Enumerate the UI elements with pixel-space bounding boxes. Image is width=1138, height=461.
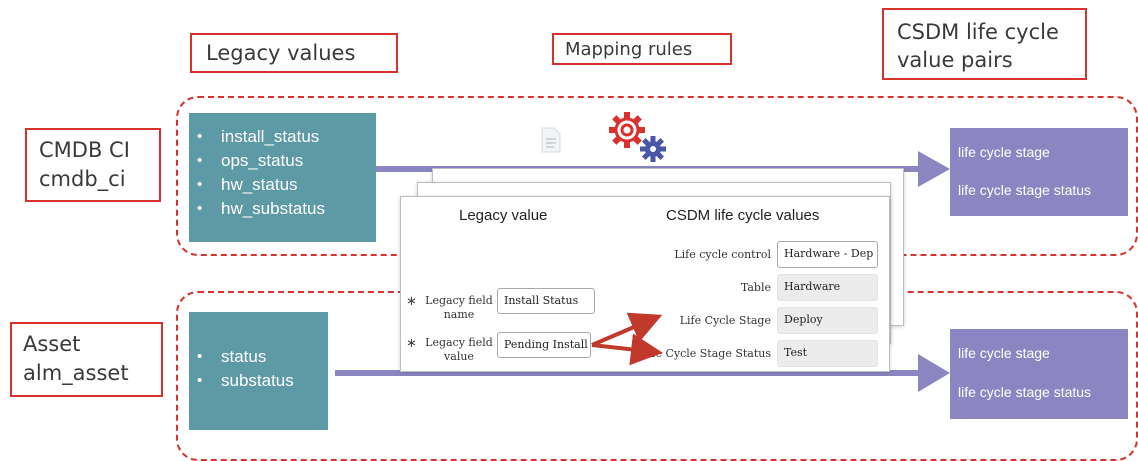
mapping-rules-header: Mapping rules [552, 33, 732, 65]
csdm-pairs-header: CSDM life cycle value pairs [882, 8, 1087, 80]
asset-label-line2: alm_asset [23, 361, 129, 385]
legacy-field-value-label-line2: value [444, 350, 474, 363]
asset-arrow [335, 354, 950, 392]
asset-label-line1: Asset [23, 332, 81, 356]
asset-legacy-fields-box: statussubstatus [189, 312, 328, 430]
asset-target-box: life cycle stage life cycle stage status [950, 329, 1128, 419]
asset-field-item: status [189, 345, 328, 369]
legacy-field-value-label: Legacy field value [425, 336, 493, 364]
legacy-value-heading: Legacy value [459, 207, 548, 224]
mapping-rules-header-text: Mapping rules [565, 39, 693, 60]
legacy-field-value-label-line1: Legacy field [425, 336, 493, 349]
csdm-row-value-field: Hardware [777, 274, 878, 301]
asset-field-item: substatus [189, 369, 328, 393]
csdm-row-label: Life Cycle Stage Status [640, 347, 771, 360]
legacy-values-header-text: Legacy values [206, 41, 356, 65]
legacy-field-name-label-line1: Legacy field [425, 294, 493, 307]
legacy-field-value-input[interactable]: Pending Install [497, 332, 591, 358]
gear-icon [640, 136, 666, 162]
csdm-pairs-header-line2: value pairs [897, 48, 1013, 72]
csdm-row-value-field[interactable]: Hardware - Dep [777, 241, 878, 268]
csdm-row-label: Life cycle control [674, 248, 771, 261]
asset-target-life-cycle-stage: life cycle stage [958, 345, 1050, 361]
gear-icon [609, 112, 645, 148]
cmdb-target-box: life cycle stage life cycle stage status [950, 128, 1128, 216]
csdm-values-heading: CSDM life cycle values [666, 207, 820, 224]
cmdb-field-item: hw_substatus [189, 197, 376, 221]
mapping-arrow-status [591, 333, 663, 366]
asset-label: Asset alm_asset [10, 322, 163, 397]
legacy-values-header: Legacy values [190, 33, 398, 73]
cmdb-field-item: ops_status [189, 149, 376, 173]
legacy-field-name-label: Legacy field name [425, 294, 493, 322]
required-marker-icon: ∗ [406, 335, 417, 350]
csdm-pairs-header-line1: CSDM life cycle [897, 20, 1059, 44]
cmdb-target-life-cycle-stage: life cycle stage [958, 144, 1050, 160]
mapping-arrows [591, 312, 663, 366]
legacy-field-name-label-line2: name [443, 308, 475, 321]
cmdb-field-item: hw_status [189, 173, 376, 197]
document-icon [541, 127, 561, 153]
required-marker-icon: ∗ [406, 293, 417, 308]
cmdb-ci-label-line1: CMDB CI [39, 138, 130, 162]
cmdb-field-item: install_status [189, 125, 376, 149]
csdm-row-label: Table [740, 281, 771, 294]
legacy-field-name-input[interactable]: Install Status [497, 288, 595, 314]
csdm-row-value-field: Deploy [777, 307, 878, 334]
cmdb-target-life-cycle-stage-status: life cycle stage status [958, 182, 1092, 198]
mapping-arrow-stage [591, 312, 663, 347]
csdm-row-label: Life Cycle Stage [679, 314, 771, 327]
cmdb-legacy-fields-box: install_statusops_statushw_statushw_subs… [189, 113, 376, 242]
csdm-row-value-field: Test [777, 340, 878, 367]
cmdb-ci-label-line2: cmdb_ci [39, 167, 126, 191]
cmdb-ci-label: CMDB CI cmdb_ci [25, 128, 161, 202]
asset-target-life-cycle-stage-status: life cycle stage status [958, 384, 1092, 400]
